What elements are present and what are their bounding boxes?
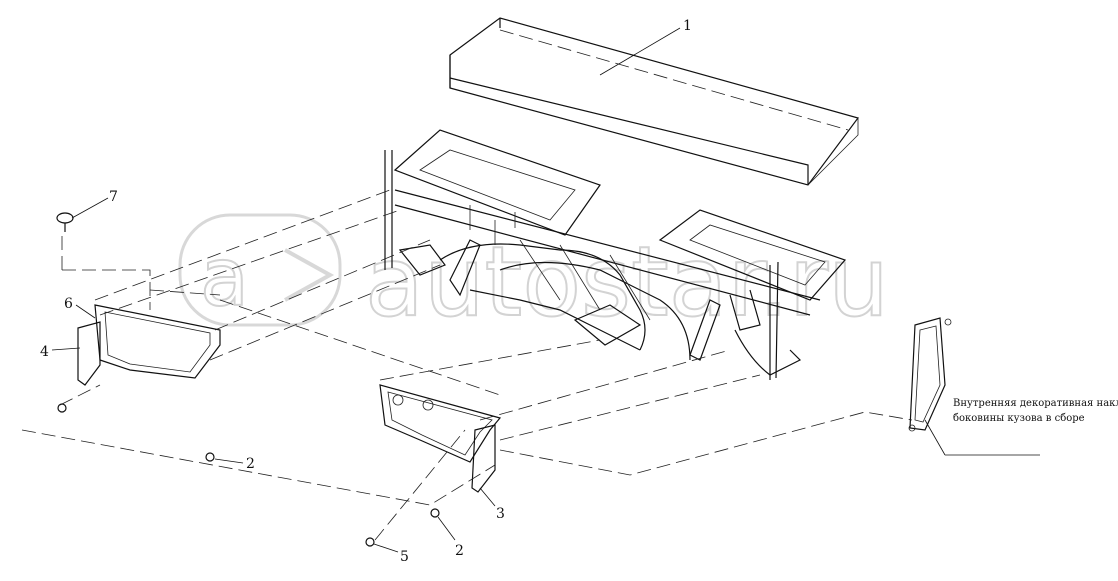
callout-6: 6	[64, 296, 73, 312]
callout-3: 3	[496, 506, 505, 522]
screw-2a	[205, 452, 215, 462]
screw-2b	[430, 508, 440, 518]
callout-1: 1	[683, 18, 692, 34]
callout-2a: 2	[246, 456, 255, 472]
clip-7	[56, 212, 74, 232]
callout-7: 7	[109, 189, 118, 205]
screw-5	[365, 537, 375, 547]
callout-4: 4	[40, 344, 49, 360]
callout-2b: 2	[455, 543, 464, 559]
floor-frame-assembly	[384, 129, 847, 380]
callout-5: 5	[400, 549, 409, 565]
projection-lines	[21, 189, 913, 541]
right-side-trim-assembly	[908, 317, 952, 432]
note-line-1: Внутренняя декоративная накладка	[953, 398, 1118, 409]
leader-lines	[51, 27, 1040, 553]
left-trim-panel	[77, 304, 221, 386]
note-line-2: боковины кузова в сборе	[953, 413, 1085, 424]
center-trim-panel	[379, 384, 502, 493]
part-1-panel	[449, 17, 860, 186]
screw-left	[57, 403, 67, 413]
fasteners	[56, 212, 440, 547]
